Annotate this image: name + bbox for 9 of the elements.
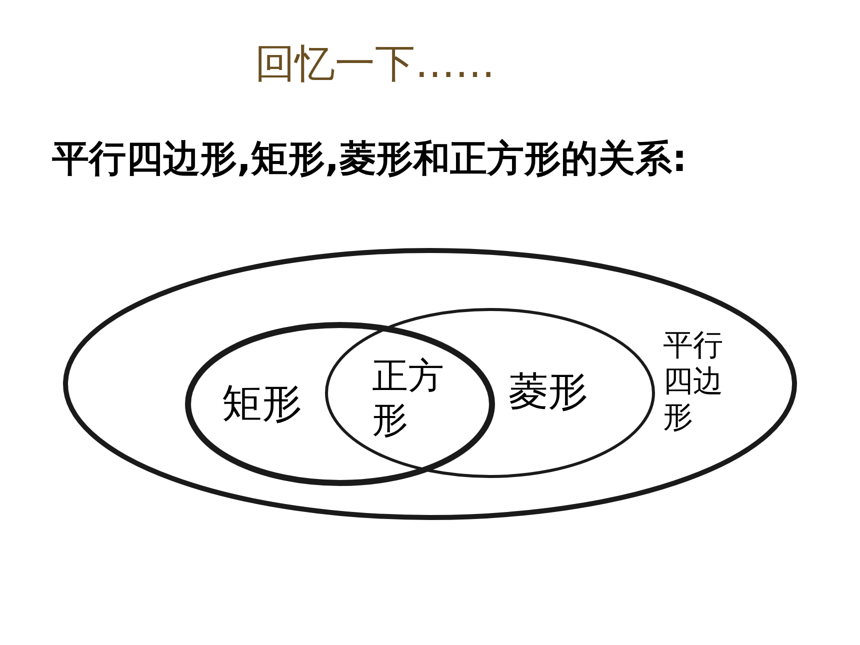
ellipse-region (325, 308, 655, 478)
region-label: 矩形 (222, 380, 303, 428)
overlap-label: 正方形 (372, 355, 445, 443)
region-label: 菱形 (508, 368, 589, 416)
region-label: 平行四边形 (663, 328, 724, 436)
ellipse-region (185, 322, 495, 486)
heading: 平行四边形,矩形,菱形和正方形的关系: (52, 136, 687, 182)
title: 回忆一下…… (255, 40, 495, 89)
ellipse-region (63, 248, 797, 520)
